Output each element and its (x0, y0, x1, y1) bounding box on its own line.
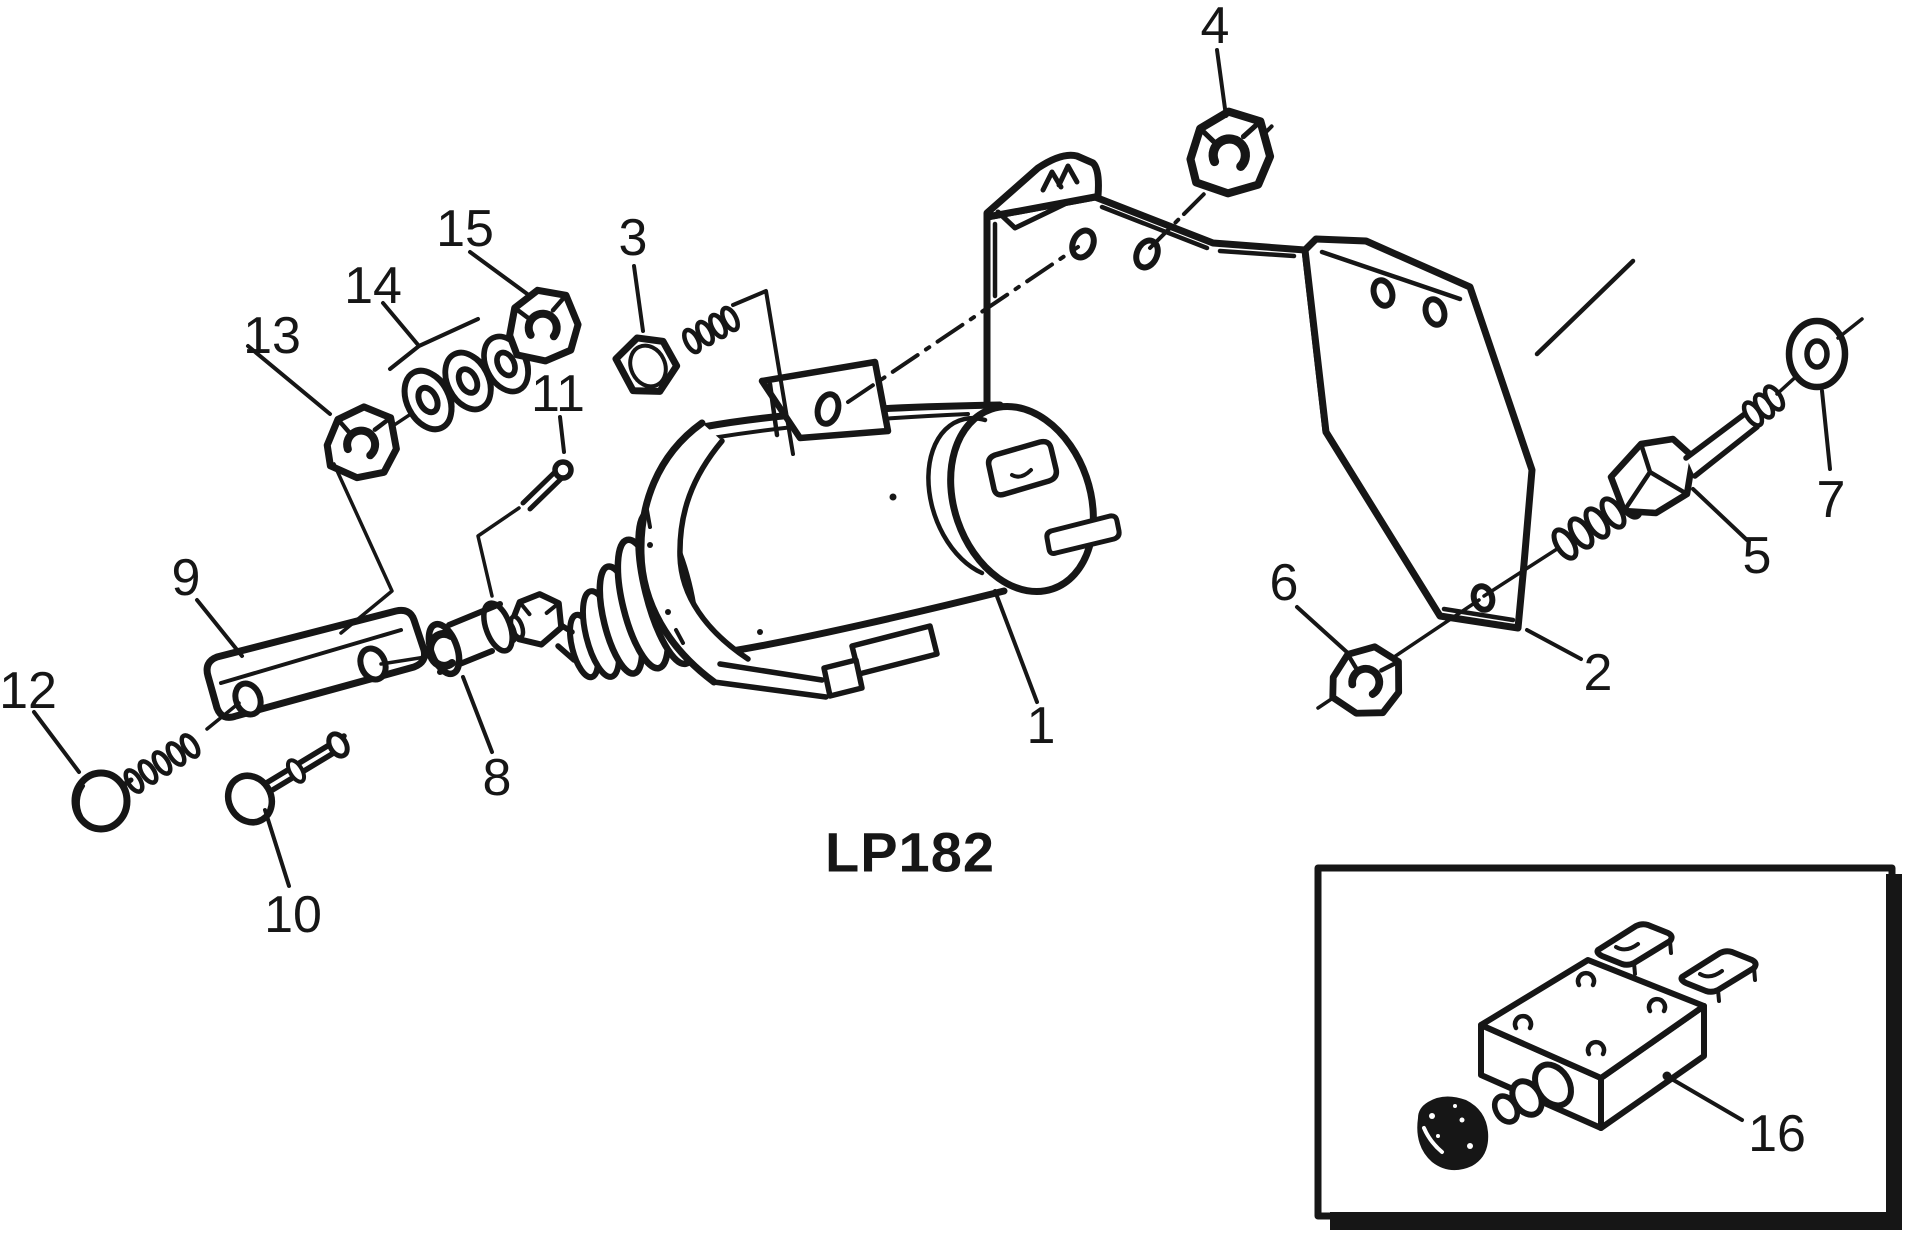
clevis-pin (224, 731, 350, 826)
stud-nut-top (846, 110, 1279, 404)
part-label-3: 3 (619, 209, 648, 267)
lock-nut (1316, 598, 1481, 724)
part-label-14: 14 (344, 257, 402, 315)
adjusting-rod (1482, 317, 1864, 598)
solenoid (567, 358, 1122, 700)
callout-labels: 1 2 3 4 5 6 7 8 9 10 11 12 13 14 15 16 L… (0, 0, 1845, 1163)
terminal (985, 438, 1060, 498)
part-label-2: 2 (1584, 644, 1613, 702)
nut-15 (507, 288, 581, 364)
part-label-10: 10 (264, 886, 322, 944)
coupler (425, 600, 515, 678)
part-label-5: 5 (1743, 527, 1772, 585)
part-label-6: 6 (1270, 554, 1299, 612)
part-label-1: 1 (1027, 697, 1056, 755)
rubber-cap (1417, 1096, 1489, 1171)
washer-7 (1785, 317, 1864, 391)
part-label-8: 8 (483, 749, 512, 807)
part-label-11: 11 (531, 365, 585, 423)
part-label-7: 7 (1817, 471, 1846, 529)
tab-stamp-mark (1040, 163, 1080, 193)
nut-4 (1189, 110, 1273, 196)
nut-13 (323, 403, 401, 483)
inset-box (1314, 864, 1902, 1230)
plunger-linkage (425, 591, 577, 678)
pivot-bolt (71, 733, 201, 833)
part-label-13: 13 (243, 307, 301, 365)
washer-stack (323, 288, 580, 483)
cotter-pin (476, 459, 574, 598)
nut-6 (1325, 638, 1410, 724)
part-label-15: 15 (436, 200, 494, 258)
part-label-9: 9 (172, 549, 201, 607)
link-plate (203, 606, 428, 721)
part-label-12: 12 (0, 662, 57, 720)
leader-lines (32, 48, 1832, 888)
drawing-code: LP182 (825, 821, 995, 884)
flange-bolt (612, 305, 740, 395)
part-label-4: 4 (1201, 0, 1230, 55)
part-label-16: 16 (1748, 1105, 1806, 1163)
circuit-breaker (1417, 921, 1759, 1171)
